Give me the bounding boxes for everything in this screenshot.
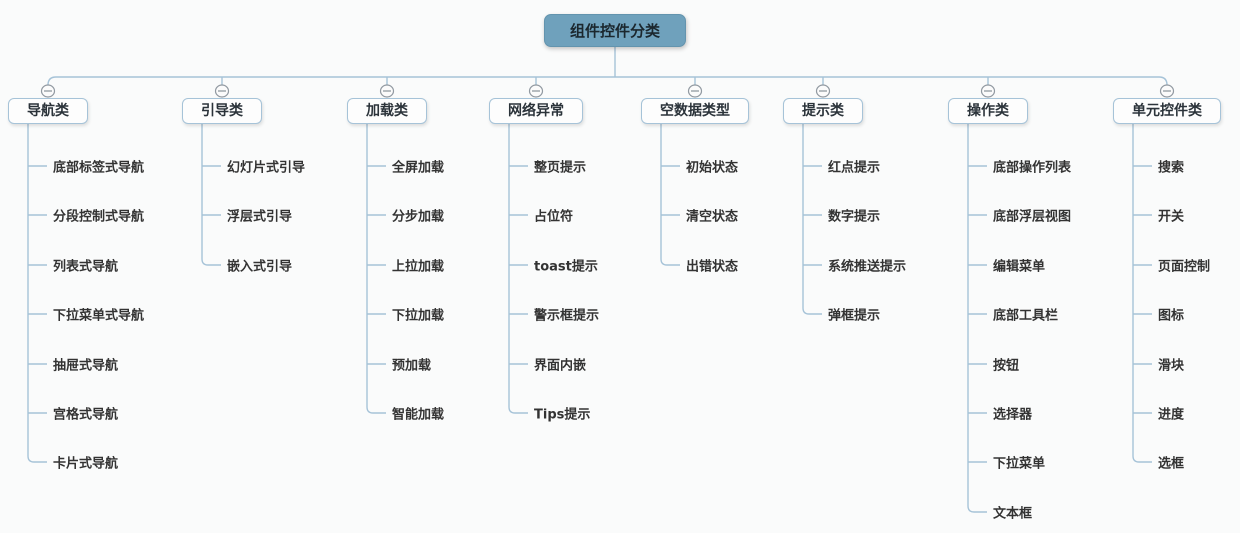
children-connector-line — [660, 124, 680, 266]
leaf-node-label[interactable]: 页面控制 — [1158, 259, 1211, 275]
branch-node-label: 单元控件类 — [1132, 103, 1202, 119]
leaf-node-label[interactable]: 进度 — [1158, 407, 1185, 423]
leaf-node-label[interactable]: 出错状态 — [686, 259, 739, 275]
branch-node[interactable]: 导航类 — [8, 98, 88, 124]
leaf-node-label[interactable]: 底部标签式导航 — [53, 160, 145, 176]
leaf-node-label[interactable]: 上拉加载 — [392, 259, 445, 275]
branch-node-label: 加载类 — [366, 103, 408, 119]
children-connector-line — [1132, 124, 1152, 463]
branch-node-label: 操作类 — [967, 103, 1009, 119]
branch-node[interactable]: 空数据类型 — [641, 98, 749, 124]
leaf-node-label[interactable]: 界面内嵌 — [534, 358, 587, 374]
leaf-node-label[interactable]: 按钮 — [993, 358, 1020, 374]
leaf-node-label[interactable]: 下拉菜单 — [993, 456, 1046, 472]
leaf-node-label[interactable]: 警示框提示 — [534, 308, 600, 324]
children-connector-line — [508, 124, 528, 414]
minus-circle-icon[interactable] — [1159, 84, 1175, 98]
leaf-node-label[interactable]: 开关 — [1158, 209, 1185, 225]
leaf-node-label[interactable]: 红点提示 — [828, 160, 881, 176]
leaf-node-label[interactable]: 系统推送提示 — [828, 259, 907, 275]
branch-node[interactable]: 引导类 — [182, 98, 262, 124]
branch-node[interactable]: 操作类 — [948, 98, 1028, 124]
branch-node[interactable]: 网络异常 — [489, 98, 583, 124]
minus-circle-icon[interactable] — [980, 84, 996, 98]
branch-node[interactable]: 加载类 — [347, 98, 427, 124]
leaf-node-label[interactable]: 滑块 — [1158, 358, 1185, 374]
children-connector-line — [27, 124, 47, 463]
leaf-node-label[interactable]: 选择器 — [993, 407, 1033, 423]
leaf-node-label[interactable]: 卡片式导航 — [53, 456, 119, 472]
minus-circle-icon[interactable] — [379, 84, 395, 98]
leaf-node-label[interactable]: 占位符 — [534, 209, 574, 225]
leaf-node-label[interactable]: 智能加载 — [392, 407, 445, 423]
leaf-node-label[interactable]: 弹框提示 — [828, 308, 881, 324]
minus-circle-icon[interactable] — [687, 84, 703, 98]
branch-node-label: 空数据类型 — [660, 103, 730, 119]
branch-node[interactable]: 单元控件类 — [1113, 98, 1221, 124]
leaf-node-label[interactable]: 嵌入式引导 — [227, 259, 293, 275]
leaf-node-label[interactable]: 底部操作列表 — [993, 160, 1072, 176]
leaf-node-label[interactable]: 分段控制式导航 — [53, 209, 145, 225]
leaf-node-label[interactable]: 浮层式引导 — [227, 209, 293, 225]
leaf-node-label[interactable]: 抽屉式导航 — [53, 358, 119, 374]
leaf-node-label[interactable]: 全屏加载 — [392, 160, 445, 176]
root-node-label: 组件控件分类 — [569, 22, 661, 40]
leaf-node-label[interactable]: 预加载 — [392, 358, 432, 374]
root-node[interactable]: 组件控件分类 — [543, 14, 687, 47]
leaf-node-label[interactable]: 幻灯片式引导 — [227, 160, 306, 176]
leaf-node-label[interactable]: 底部工具栏 — [993, 308, 1059, 324]
leaf-node-label[interactable]: 搜索 — [1158, 160, 1185, 176]
branch-node-label: 导航类 — [27, 103, 69, 119]
minus-circle-icon[interactable] — [528, 84, 544, 98]
leaf-node-label[interactable]: Tips提示 — [534, 407, 591, 423]
minus-circle-icon[interactable] — [214, 84, 230, 98]
children-connector-line — [802, 124, 822, 315]
leaf-node-label[interactable]: 编辑菜单 — [993, 259, 1046, 275]
children-connector-line — [967, 124, 987, 513]
leaf-node-label[interactable]: 文本框 — [993, 506, 1033, 522]
leaf-node-label[interactable]: toast提示 — [534, 259, 598, 275]
children-connector-line — [201, 124, 221, 266]
leaf-node-label[interactable]: 分步加载 — [392, 209, 445, 225]
children-connector-line — [366, 124, 386, 414]
leaf-node-label[interactable]: 清空状态 — [686, 209, 739, 225]
branch-node-label: 网络异常 — [508, 103, 564, 119]
branch-node[interactable]: 提示类 — [783, 98, 863, 124]
leaf-node-label[interactable]: 初始状态 — [686, 160, 739, 176]
leaf-node-label[interactable]: 数字提示 — [828, 209, 881, 225]
leaf-node-label[interactable]: 宫格式导航 — [53, 407, 119, 423]
leaf-node-label[interactable]: 图标 — [1158, 308, 1185, 324]
minus-circle-icon[interactable] — [40, 84, 56, 98]
leaf-node-label[interactable]: 下拉菜单式导航 — [53, 308, 145, 324]
leaf-node-label[interactable]: 选框 — [1158, 456, 1185, 472]
minus-circle-icon[interactable] — [815, 84, 831, 98]
spine-line — [47, 76, 1168, 86]
leaf-node-label[interactable]: 下拉加载 — [392, 308, 445, 324]
leaf-node-label[interactable]: 整页提示 — [534, 160, 587, 176]
branch-node-label: 引导类 — [201, 103, 243, 119]
branch-node-label: 提示类 — [802, 103, 844, 119]
leaf-node-label[interactable]: 列表式导航 — [53, 259, 119, 275]
leaf-node-label[interactable]: 底部浮层视图 — [993, 209, 1072, 225]
